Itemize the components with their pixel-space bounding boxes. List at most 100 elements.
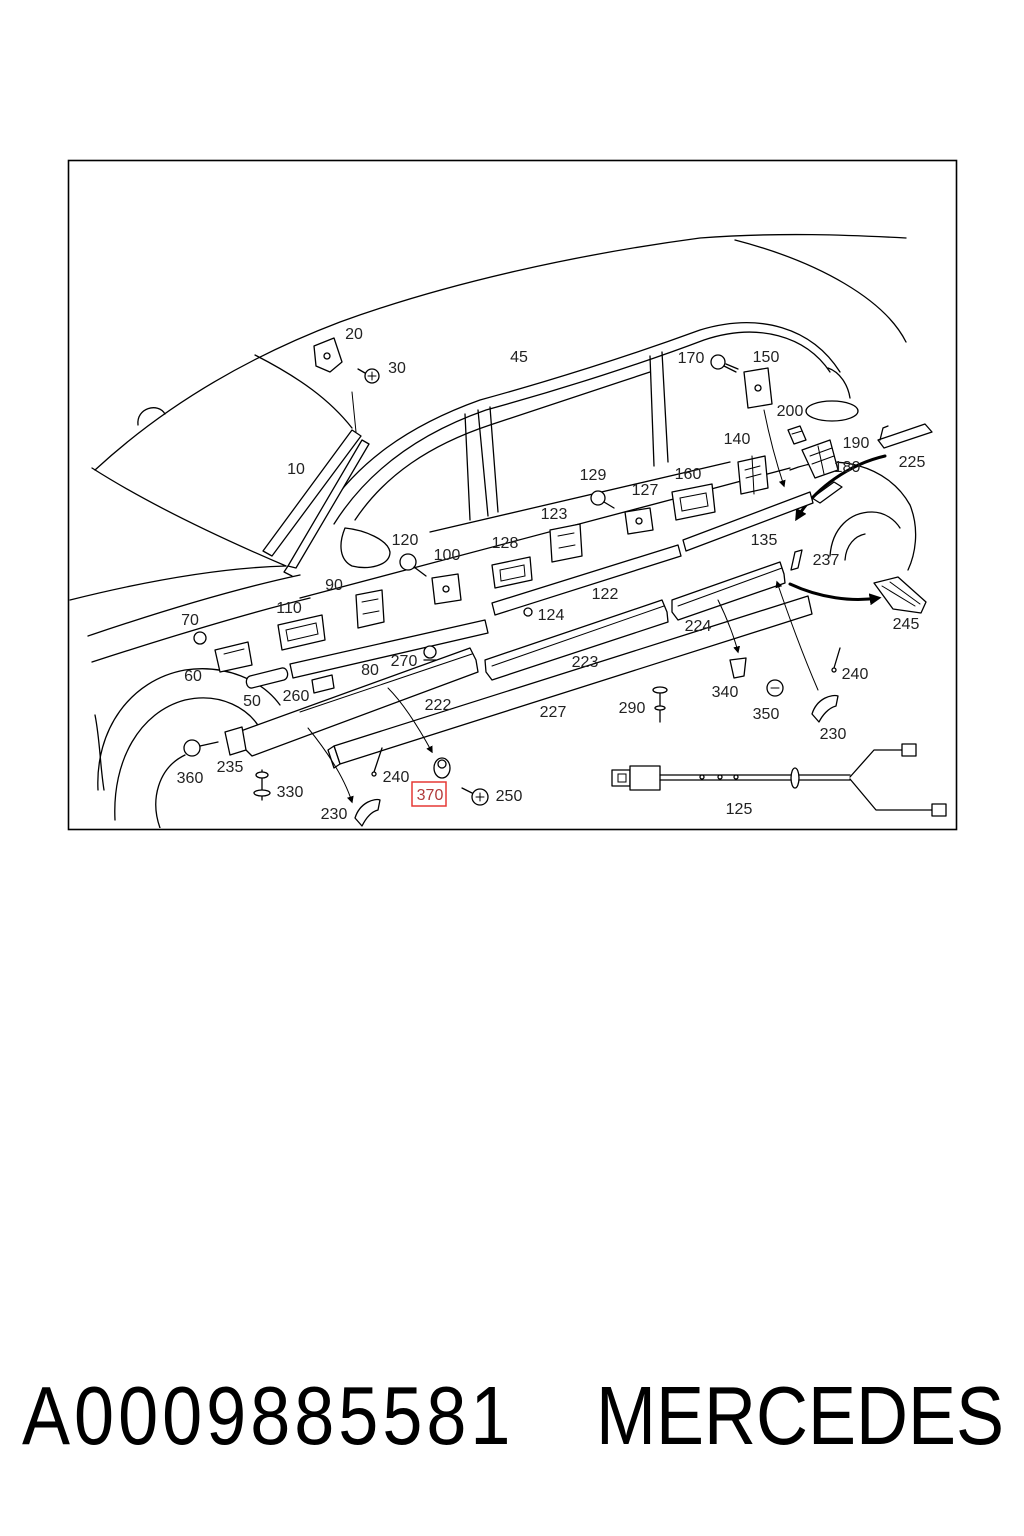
arrow-224-to-340: [717, 599, 741, 654]
arrow-230-to-224: [775, 580, 819, 691]
callout-80: 80: [361, 662, 379, 679]
part-129-screw: [590, 490, 615, 509]
callout-50: 50: [243, 693, 261, 710]
part-350-screw: [766, 679, 784, 697]
part-360-screw: [183, 739, 219, 757]
callout-245: 245: [893, 616, 920, 633]
part-127-plate: [624, 507, 654, 535]
callout-360: 360: [177, 770, 204, 787]
callout-227: 227: [540, 704, 567, 721]
part-80-molding: [289, 619, 489, 679]
part-140-clip: [737, 455, 769, 495]
arrow-to-245: [788, 582, 882, 606]
part-50-end-piece: [245, 667, 289, 689]
part-number: A0009885581: [22, 1370, 515, 1463]
part-90-clip: [355, 589, 385, 629]
callout-150: 150: [753, 349, 780, 366]
part-124-pin: [523, 607, 533, 617]
arrow-150-to-135: [763, 409, 786, 488]
callout-200: 200: [777, 403, 804, 420]
part-245-mudflap: [873, 576, 927, 614]
part-237-piece: [790, 549, 803, 571]
brand-name: MERCEDES: [596, 1370, 1005, 1463]
callout-222: 222: [425, 697, 452, 714]
callout-370: 370: [417, 787, 444, 804]
callout-120: 120: [392, 532, 419, 549]
arrow-225-curve: [795, 454, 887, 522]
part-10-windshield-molding: [262, 391, 370, 577]
part-128-clip: [491, 556, 533, 589]
part-230-end-cap-left: [354, 798, 381, 827]
callout-270: 270: [391, 653, 418, 670]
callout-330: 330: [277, 784, 304, 801]
arrow-222-to-230: [307, 727, 354, 804]
part-20-bracket: [313, 337, 343, 373]
part-45-roof-molding: [319, 322, 841, 525]
part-200-clip: [787, 425, 807, 445]
part-125-wiring-harness: [611, 743, 947, 817]
callout-250: 250: [496, 788, 523, 805]
callout-30: 30: [388, 360, 406, 377]
side-mirror: [340, 527, 391, 569]
part-240-pin-left: [371, 747, 383, 777]
tail-light: [805, 400, 859, 422]
callout-45: 45: [510, 349, 528, 366]
part-135-molding: [682, 491, 814, 552]
part-250-screw: [461, 787, 489, 806]
callout-70: 70: [181, 612, 199, 629]
callout-60: 60: [184, 668, 202, 685]
callout-240-left: 240: [383, 769, 410, 786]
callout-180: 180: [834, 459, 861, 476]
callout-labels: 20 30 45 170 150 200 190 180 225 10 140 …: [177, 326, 926, 823]
arrow-222-to-370: [387, 687, 433, 754]
callout-170: 170: [678, 350, 705, 367]
callout-235: 235: [217, 759, 244, 776]
part-235-bracket: [224, 726, 247, 756]
part-180-trim: [811, 481, 843, 504]
callout-135: 135: [751, 532, 778, 549]
callout-224: 224: [685, 618, 712, 635]
part-224-skirt: [671, 561, 786, 621]
callout-190: 190: [843, 435, 870, 452]
part-227-bar: [327, 595, 813, 769]
callout-123: 123: [541, 506, 568, 523]
callout-223: 223: [572, 654, 599, 671]
callout-124: 124: [538, 607, 565, 624]
callout-260: 260: [283, 688, 310, 705]
callout-290: 290: [619, 700, 646, 717]
callout-230-left: 230: [321, 806, 348, 823]
part-330-fastener: [253, 769, 271, 801]
callout-122: 122: [592, 586, 619, 603]
part-70-push-pin: [193, 631, 207, 645]
part-60-bracket: [214, 641, 253, 673]
callout-128: 128: [492, 535, 519, 552]
callout-10: 10: [287, 461, 305, 478]
part-270-clip: [423, 645, 437, 661]
part-260-clip: [311, 674, 335, 694]
car-body-outline: [69, 233, 917, 828]
callout-350: 350: [753, 706, 780, 723]
part-160-clip: [671, 483, 716, 521]
part-110-clip: [277, 614, 326, 651]
part-122-molding: [491, 544, 682, 616]
callout-340: 340: [712, 684, 739, 701]
part-240-pin-right: [831, 647, 841, 673]
callout-100: 100: [434, 547, 461, 564]
callout-127: 127: [632, 482, 659, 499]
part-225-trim: [877, 423, 933, 449]
part-100-plate: [431, 573, 462, 605]
part-190-bracket: [801, 439, 839, 479]
part-123-clip: [549, 523, 583, 563]
callout-140: 140: [724, 431, 751, 448]
callout-160: 160: [675, 466, 702, 483]
callout-225: 225: [899, 454, 926, 471]
callout-125: 125: [726, 801, 753, 818]
callout-240-right: 240: [842, 666, 869, 683]
diagram-frame: [67, 159, 958, 831]
part-150-plate: [743, 367, 773, 409]
part-230-end-cap-right: [811, 694, 839, 723]
part-223-skirt: [484, 599, 669, 681]
callout-129: 129: [580, 467, 607, 484]
callout-110: 110: [276, 600, 302, 617]
callout-230-right: 230: [820, 726, 847, 743]
